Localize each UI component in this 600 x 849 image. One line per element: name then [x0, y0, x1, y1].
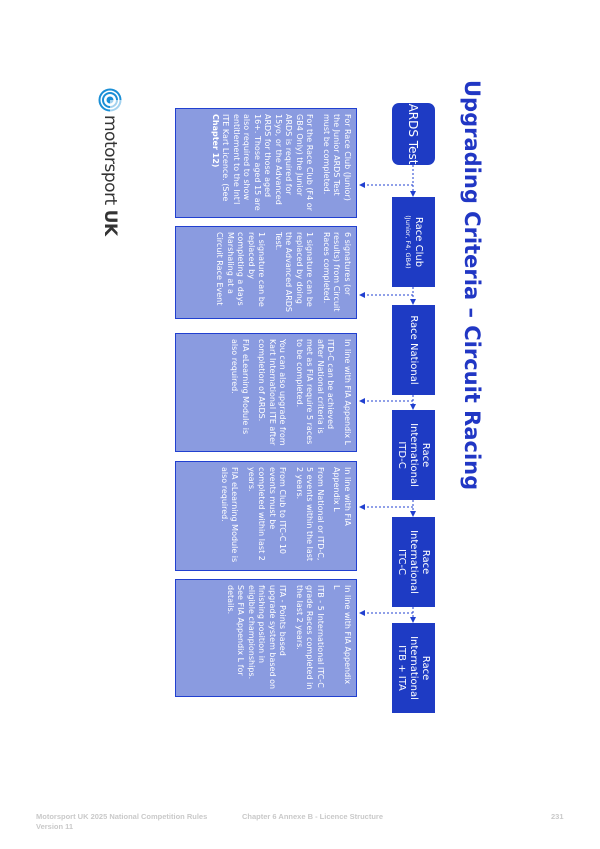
description-text: ITD-C can be achieved after National cri… — [295, 339, 336, 445]
stage-sublabel: (Junior, F4, GB4) — [404, 215, 412, 269]
description-text: For the Race Club (F4 or GB4 Only) the J… — [221, 114, 315, 211]
stage-label: Race National — [408, 315, 420, 385]
footer-left: Motorsport UK 2025 National Competition … — [36, 812, 207, 832]
footer-rules-title: Motorsport UK 2025 National Competition … — [36, 812, 208, 821]
description-itc-c: In line with FIA Appendix L From Nationa… — [175, 461, 357, 571]
footer-chapter: Chapter 6 Annexe B - Licence Structure — [242, 812, 384, 821]
description-race-club: For Race Club (Junior) the Junior ARDS T… — [175, 108, 357, 218]
stage-label: Race International ITC-C — [396, 530, 432, 594]
description-text: FIA eLearning Module is also required. — [220, 467, 240, 563]
footer-page-number: 231 — [551, 812, 564, 821]
description-text: ITA - Points based upgrade system based … — [226, 585, 288, 690]
description-text: 1 signature can be replaced by completin… — [215, 232, 267, 307]
stage-label: Race Club — [413, 216, 424, 268]
stage-race-club: Race Club (Junior, F4, GB4) — [392, 197, 435, 287]
stage-itd-c: Race International ITD-C — [392, 410, 435, 500]
description-text: In line with FIA Appendix L — [343, 339, 352, 446]
stage-race-national: Race National — [392, 305, 435, 395]
description-text: From National or ITD-C, 5 events within … — [295, 467, 325, 562]
description-text: Chapter 12) — [211, 114, 220, 168]
logo-swirl-icon — [98, 88, 122, 112]
motorsport-uk-logo: motorsport UK — [98, 88, 122, 236]
description-itd-c: In line with FIA Appendix L ITD-C can be… — [175, 333, 357, 452]
description-text: 1 signature can be replaced by doing the… — [274, 232, 315, 312]
description-itb-ita: In line with FIA Appendix L ITB - 5 Inte… — [175, 579, 357, 697]
stage-ards-test: ARDS Test — [392, 103, 435, 165]
description-text: From Club to ITC-C 10 events must be com… — [247, 467, 288, 561]
description-text: You can also upgrade from Kart Internati… — [257, 339, 288, 446]
logo-text: motorsport UK — [100, 115, 120, 236]
stage-label: Race International ITB + ITA — [396, 636, 432, 700]
description-text: ITB - 5 International ITC-C grade Races … — [295, 585, 325, 690]
stage-label: ARDS Test — [406, 103, 421, 165]
description-text: 6 signatures (or results) from Circuit R… — [322, 232, 352, 312]
description-text: In line with FIA Appendix L — [332, 585, 353, 685]
stage-itc-c: Race International ITC-C — [392, 517, 435, 607]
description-text: FIA eLearning Module is also required. — [230, 339, 251, 435]
stage-itb-ita: Race International ITB + ITA — [392, 623, 435, 713]
description-text: For Race Club (Junior) the Junior ARDS T… — [322, 114, 352, 201]
stage-label: Race International ITD-C — [396, 423, 432, 487]
footer-version: Version 11 — [36, 822, 74, 831]
description-race-national: 6 signatures (or results) from Circuit R… — [175, 226, 357, 319]
description-text: In line with FIA Appendix L — [332, 467, 353, 526]
